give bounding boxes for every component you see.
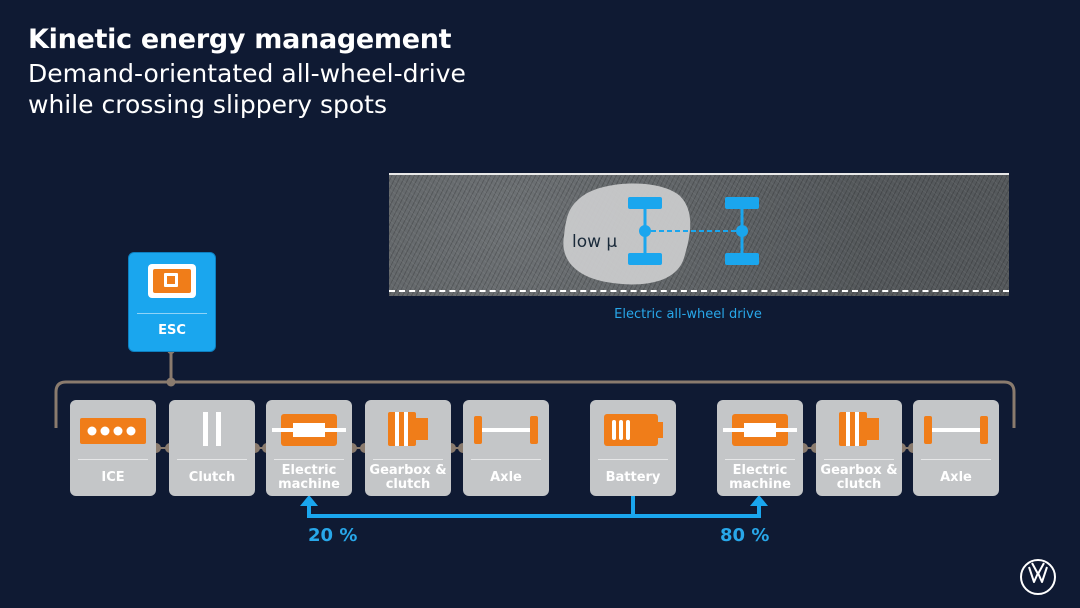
battery-icon [604,414,663,446]
component-gearbox-rear: Gearbox & clutch [816,400,902,496]
clutch-icon [203,412,221,446]
low-friction-label: low μ [572,232,618,252]
page-subtitle: Demand-orientated all-wheel-drive while … [28,58,628,120]
component-label: Gearbox & clutch [820,463,898,492]
component-ice: ICE [70,400,156,496]
component-label: Axle [490,470,522,485]
component-label: Battery [605,470,661,485]
component-label: Electric machine [278,463,340,492]
esc-bracket-node [166,377,176,387]
front-distribution-percent: 20 % [308,525,358,546]
axle-icon [924,416,988,444]
subtitle-line-1: Demand-orientated all-wheel-drive [28,59,466,88]
component-battery: Battery [590,400,676,496]
component-axle-rear: Axle [913,400,999,496]
page-title: Kinetic energy management [28,24,452,55]
component-clutch: Clutch [169,400,255,496]
component-electric-machine-rear: Electric machine [717,400,803,496]
power-distribution-arrows [300,495,768,518]
gearbox-icon [839,412,879,446]
component-label: Gearbox & clutch [369,463,447,492]
component-gearbox-front: Gearbox & clutch [365,400,451,496]
rear-distribution-percent: 80 % [720,525,770,546]
vehicle-rear-axle-icon [725,197,759,265]
esc-label: ESC [158,323,186,338]
brand-logo-icon [1020,559,1056,595]
component-axle-front: Axle [463,400,549,496]
component-electric-machine-front: Electric machine [266,400,352,496]
control-unit-icon [148,264,196,298]
engine-icon [80,418,146,444]
road-lane-marking [389,290,1009,292]
axle-icon [474,416,538,444]
road-surface-image [389,173,1009,296]
vehicle-front-axle-icon [628,197,662,265]
gearbox-icon [388,412,428,446]
esc-bracket [54,350,1016,428]
component-label: Clutch [188,470,236,485]
component-label: ICE [101,470,125,485]
electric-machine-icon [723,414,797,446]
component-label: Electric machine [729,463,791,492]
component-label: Axle [940,470,972,485]
road-caption: Electric all-wheel drive [614,307,762,322]
subtitle-line-2: while crossing slippery spots [28,90,388,119]
electric-machine-icon [272,414,346,446]
esc-module: ESC [128,252,216,352]
